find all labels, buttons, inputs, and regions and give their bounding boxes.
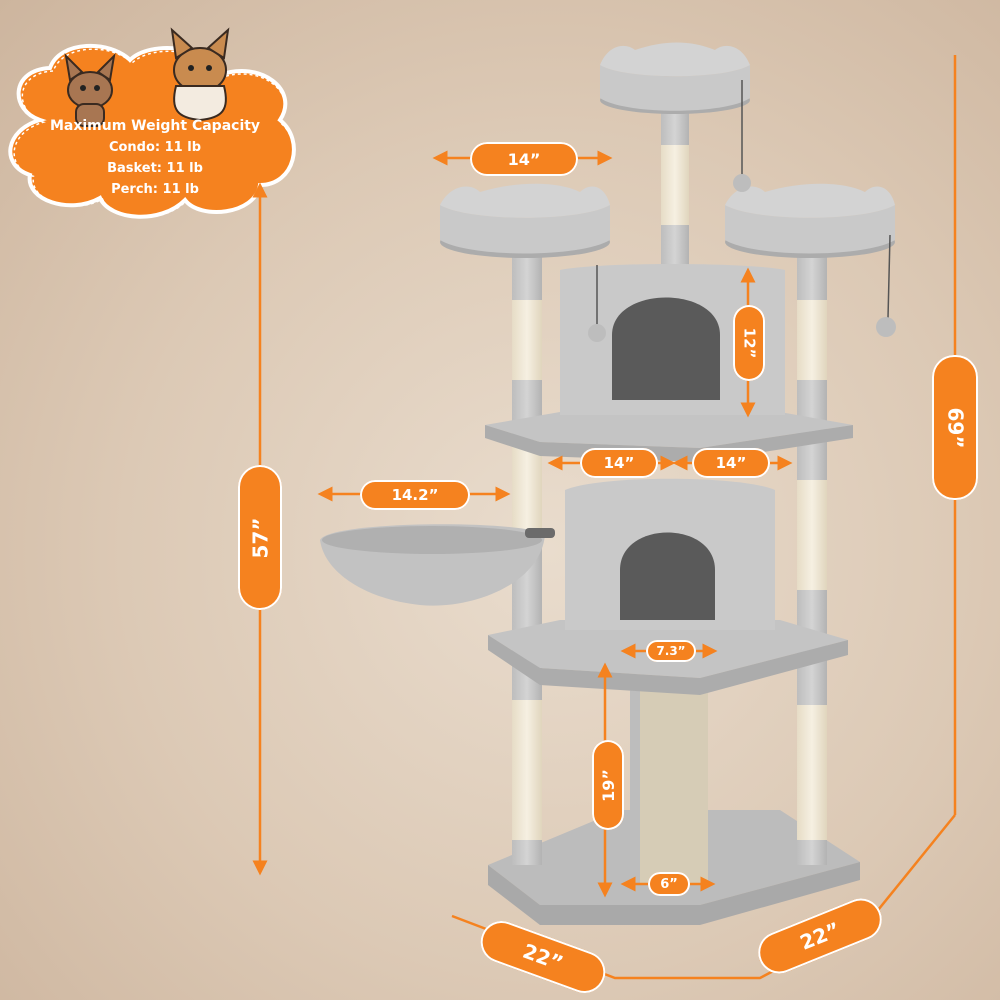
dim-top-perch-width: 14”: [470, 142, 578, 176]
dim-height-57-label: 57”: [247, 517, 272, 558]
left-perch: [440, 183, 610, 258]
dim-platform-right: 14”: [692, 448, 770, 478]
capacity-condo: Condo: 11 lb: [108, 140, 202, 155]
tabby-cat-cartoon: [64, 53, 116, 127]
dim-total-height-label: 69”: [942, 407, 967, 448]
right-perch: [725, 183, 896, 337]
dim-condo-height-label: 12”: [739, 327, 758, 359]
dim-basket-width: 14.2”: [360, 480, 470, 510]
lower-condo: [565, 478, 775, 630]
hammock-basket: [320, 524, 555, 606]
dim-scratch-height: 19”: [592, 740, 624, 830]
upper-condo: [560, 264, 785, 415]
capacity-basket: Basket: 11 lb: [107, 161, 203, 176]
middle-platform: [485, 412, 853, 462]
dim-total-height: 69”: [932, 355, 978, 500]
dim-height-57: 57”: [238, 465, 282, 610]
capacity-title: Maximum Weight Capacity: [49, 118, 261, 134]
dim-scratch-height-label: 19”: [598, 768, 618, 802]
capacity-text: Maximum Weight Capacity Condo: 11 lb Bas…: [20, 116, 290, 200]
dim-scratch-width: 6”: [648, 872, 690, 896]
dim-condo-height: 12”: [733, 305, 765, 381]
capacity-perch: Perch: 11 lb: [111, 182, 199, 197]
top-perch: [600, 42, 751, 192]
longhair-cat-cartoon: [170, 27, 230, 122]
dim-condo-floor: 7.3”: [646, 640, 696, 662]
dim-platform-left: 14”: [580, 448, 658, 478]
sisal-posts: [512, 105, 827, 885]
